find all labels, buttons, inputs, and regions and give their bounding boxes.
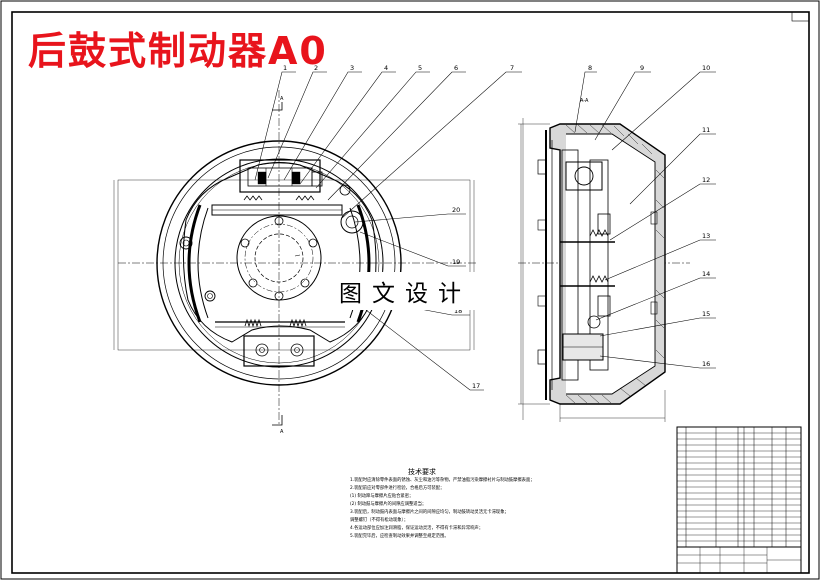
callout-4: 4 bbox=[384, 64, 388, 72]
requirement-line: 5.装配完毕后，应检查制动效果并调整至规定范围。 bbox=[350, 534, 449, 539]
requirement-line: (1) 制动蹄与摩擦片应贴合紧密； bbox=[350, 494, 414, 499]
callout-6: 6 bbox=[454, 64, 458, 72]
callout-7: 7 bbox=[510, 64, 514, 72]
callout-3: 3 bbox=[350, 64, 354, 72]
callout-20: 20 bbox=[452, 206, 460, 214]
front-view bbox=[113, 90, 478, 426]
requirement-line: 4.各运动部位应加注润滑脂，保证运动灵活，不得有卡滞和异常响声； bbox=[350, 526, 484, 531]
technical-requirements-heading: 技术要求 bbox=[408, 468, 436, 476]
technical-requirements-list: 1.装配时应清除零件表面的锈蚀、灰尘和油污等杂物，严禁油脂污染摩擦衬片与制动鼓摩… bbox=[350, 477, 660, 541]
section-view-label: A-A bbox=[580, 98, 589, 104]
callout-13: 13 bbox=[702, 232, 710, 240]
callout-18: 18 bbox=[454, 307, 462, 315]
requirement-line: 1.装配时应清除零件表面的锈蚀、灰尘和油污等杂物，严禁油脂污染摩擦衬片与制动鼓摩… bbox=[350, 478, 535, 483]
callout-15: 15 bbox=[702, 310, 710, 318]
callout-17: 17 bbox=[472, 382, 480, 390]
title-block bbox=[676, 546, 802, 574]
watermark-text: 图文设计 bbox=[335, 272, 475, 310]
callout-19: 19 bbox=[452, 258, 460, 266]
callout-labels: 1 2 3 4 5 6 7 8 9 10 11 12 13 14 15 16 1… bbox=[283, 64, 710, 390]
drawing-title: 后鼓式制动器A0 bbox=[28, 29, 328, 73]
callout-11: 11 bbox=[702, 126, 710, 134]
leader-lines bbox=[254, 71, 716, 391]
requirement-line: 2.装配前应对零部件进行检验，合格后方可装配； bbox=[350, 486, 445, 491]
callout-8: 8 bbox=[588, 64, 592, 72]
callout-14: 14 bbox=[702, 270, 710, 278]
callout-1: 1 bbox=[283, 64, 287, 72]
callout-12: 12 bbox=[702, 176, 710, 184]
section-mark-bottom: A bbox=[280, 429, 284, 435]
callout-16: 16 bbox=[702, 360, 710, 368]
inner-frame bbox=[11, 11, 810, 574]
section-mark-top: A bbox=[280, 96, 284, 102]
callout-5: 5 bbox=[418, 64, 422, 72]
requirement-line: (2) 制动鼓与摩擦片的间隙应调整适当； bbox=[350, 502, 427, 507]
requirement-line: 3.装配后，制动鼓内表面与摩擦片之间的间隙应均匀，制动鼓转动灵活无卡滞现象； bbox=[350, 510, 509, 515]
callout-9: 9 bbox=[640, 64, 644, 72]
section-view bbox=[518, 118, 690, 422]
requirement-line: 调整螺钉（不得有松动现象）； bbox=[350, 518, 409, 523]
callout-10: 10 bbox=[702, 64, 710, 72]
parts-list-table bbox=[676, 426, 802, 548]
section-labels: A A A-A bbox=[280, 96, 589, 435]
callout-2: 2 bbox=[314, 64, 318, 72]
